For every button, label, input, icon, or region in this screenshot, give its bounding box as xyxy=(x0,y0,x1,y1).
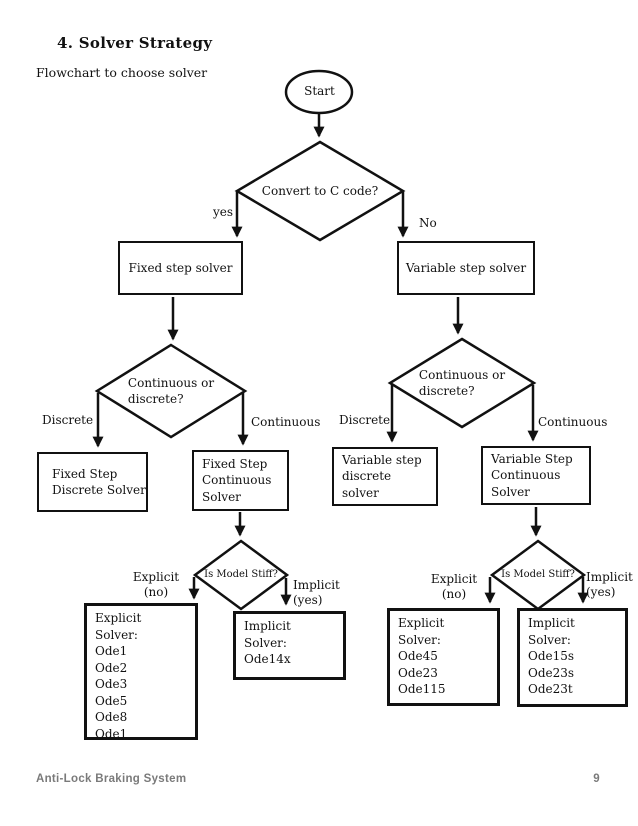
box-line: Ode23 xyxy=(398,665,438,680)
box-line: Ode23t xyxy=(528,682,573,696)
footer-document-title: Anti-Lock Braking System xyxy=(36,773,187,785)
edge-label-no: No xyxy=(419,216,437,230)
box-line: Ode5 xyxy=(95,693,128,708)
footer-page-number: 9 xyxy=(593,773,600,785)
box-line: Ode1 xyxy=(95,644,128,658)
decision-convert-diamond xyxy=(234,140,406,242)
box-line: Explicit Solver: xyxy=(398,616,445,647)
edge-label-line: Explicit xyxy=(430,572,478,586)
edge-label-implicit-yes-left: Implicit (yes) xyxy=(293,578,345,608)
edge-label-discrete-right: Discrete xyxy=(339,413,391,427)
edge-label-line: (no) xyxy=(143,585,169,599)
box-line: Ode15s xyxy=(528,649,575,663)
box-line: Solver xyxy=(491,484,530,499)
box-line: Fixed Step xyxy=(52,466,118,481)
box-line: Discrete Solver xyxy=(52,483,146,497)
box-line: Ode14x xyxy=(244,652,291,666)
box-line: Variable step solver xyxy=(405,260,527,275)
edge-label-continuous-left: Continuous xyxy=(251,415,321,429)
box-line: Ode23s xyxy=(528,665,575,680)
fixed-step-discrete-solver-box: Fixed Step Discrete Solver xyxy=(37,452,148,512)
box-line: Ode115 xyxy=(398,682,446,696)
box-line: Continuous xyxy=(491,468,561,483)
box-line: Continuous xyxy=(202,473,272,488)
box-line: Ode1 xyxy=(95,726,128,741)
variable-step-solver-box: Variable step solver xyxy=(397,241,535,295)
decision-cont-discrete-right-diamond xyxy=(387,337,537,429)
box-line: Fixed step solver xyxy=(128,260,233,275)
edge-label-line: Implicit xyxy=(293,578,340,592)
explicit-solver-fixed-box: Explicit Solver: Ode1 Ode2 Ode3 Ode5 Ode… xyxy=(84,603,198,741)
box-line: Implicit Solver: xyxy=(528,616,575,647)
edge-label-implicit-yes-right: Implicit (yes) xyxy=(586,570,638,600)
edge-label-continuous-right: Continuous xyxy=(538,415,608,429)
start-ellipse xyxy=(284,69,354,115)
implicit-solver-fixed-box: Implicit Solver: Ode14x xyxy=(233,611,346,680)
box-line: Variable step xyxy=(342,452,422,467)
edge-label-line: Explicit xyxy=(132,570,180,584)
variable-step-continuous-solver-box: Variable Step Continuous Solver xyxy=(481,446,591,505)
box-line: discrete xyxy=(342,469,392,484)
page-title: 4. Solver Strategy xyxy=(57,34,213,52)
box-line: Variable Step xyxy=(491,451,573,466)
box-line: Explicit Solver: xyxy=(95,611,142,642)
edge-label-explicit-no-left: Explicit (no) xyxy=(130,570,182,600)
box-line: Solver xyxy=(202,489,241,504)
edge-label-discrete-left: Discrete xyxy=(42,413,94,427)
decision-stiff-right-diamond xyxy=(489,539,587,611)
box-line: Fixed Step xyxy=(202,456,268,471)
box-line: solver xyxy=(342,485,379,500)
edge-label-line: (yes) xyxy=(586,585,616,599)
edge-label-line: Implicit xyxy=(586,570,633,584)
variable-step-discrete-solver-box: Variable step discrete solver xyxy=(332,447,438,506)
decision-stiff-left-diamond xyxy=(192,539,290,611)
start-node-label: Start xyxy=(304,84,335,98)
edge-label-explicit-no-right: Explicit (no) xyxy=(428,572,480,602)
page-subtitle: Flowchart to choose solver xyxy=(36,65,208,80)
decision-cont-discrete-left-diamond xyxy=(94,343,248,439)
box-line: Ode8 xyxy=(95,710,128,724)
explicit-solver-variable-box: Explicit Solver: Ode45 Ode23 Ode115 xyxy=(387,608,500,706)
fixed-step-solver-box: Fixed step solver xyxy=(118,241,243,295)
fixed-step-continuous-solver-box: Fixed Step Continuous Solver xyxy=(192,450,289,511)
edge-label-line: (no) xyxy=(441,587,467,601)
edge-label-line: (yes) xyxy=(293,593,323,607)
box-line: Ode45 xyxy=(398,649,438,663)
implicit-solver-variable-box: Implicit Solver: Ode15s Ode23s Ode23t xyxy=(517,608,628,707)
edge-label-yes: yes xyxy=(212,205,234,219)
box-line: Ode2 xyxy=(95,660,128,675)
box-line: Ode3 xyxy=(95,677,128,691)
box-line: Implicit Solver: xyxy=(244,619,291,650)
